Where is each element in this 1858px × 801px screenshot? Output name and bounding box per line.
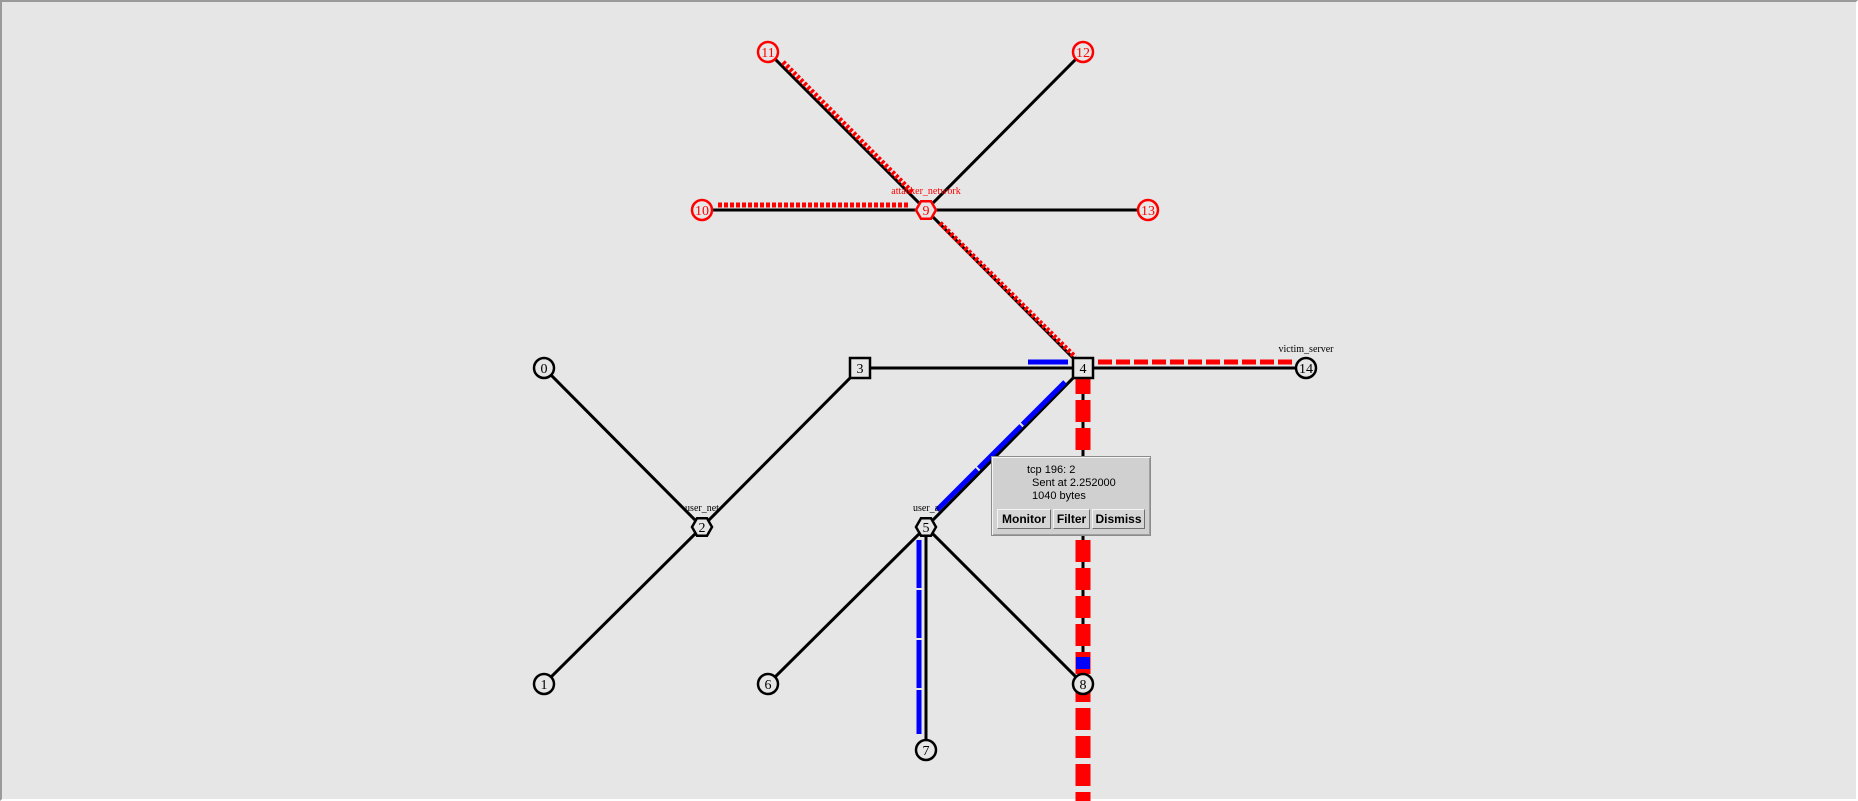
node-5[interactable]: 5 bbox=[914, 517, 938, 537]
node-label: 4 bbox=[1080, 362, 1087, 377]
node-shape bbox=[532, 672, 556, 696]
packet-flows-layer bbox=[718, 60, 1292, 801]
node-label: 14 bbox=[1299, 362, 1313, 377]
attack-packet-stream[interactable] bbox=[938, 221, 1077, 359]
node-label: 12 bbox=[1076, 46, 1090, 61]
node-label: 13 bbox=[1141, 204, 1155, 219]
node-shape bbox=[756, 40, 780, 64]
node-label: 11 bbox=[761, 46, 774, 61]
node-name-label: victim_server bbox=[1279, 344, 1335, 355]
link-5-6[interactable] bbox=[774, 532, 920, 679]
link-9-11[interactable] bbox=[774, 58, 920, 204]
node-12[interactable]: 12 bbox=[1071, 40, 1095, 64]
node-4[interactable]: 4 bbox=[1071, 356, 1095, 380]
node-7[interactable]: 7 bbox=[914, 738, 938, 762]
node-shape bbox=[1071, 672, 1095, 696]
node-14[interactable]: 14 bbox=[1294, 356, 1318, 380]
node-9[interactable]: 9 bbox=[914, 200, 938, 220]
filter-button[interactable]: Filter bbox=[1053, 509, 1090, 529]
node-label: 7 bbox=[923, 744, 930, 759]
node-names-layer: user_net user_a attacker_network victim_ser… bbox=[685, 186, 1334, 514]
node-shape bbox=[848, 356, 872, 380]
node-11[interactable]: 11 bbox=[756, 40, 780, 64]
node-shape bbox=[914, 738, 938, 762]
node-label: 0 bbox=[541, 362, 548, 377]
node-8[interactable]: 8 bbox=[1071, 672, 1095, 696]
packet-size: 1040 bytes bbox=[1032, 490, 1086, 502]
node-shape bbox=[1071, 356, 1095, 380]
link-0-2[interactable] bbox=[549, 374, 697, 521]
node-label: 6 bbox=[765, 678, 772, 693]
node-0[interactable]: 0 bbox=[532, 356, 556, 380]
user-packet[interactable] bbox=[1076, 657, 1090, 669]
node-name-label: user_net bbox=[685, 503, 719, 514]
node-shape bbox=[1071, 40, 1095, 64]
node-label: 8 bbox=[1080, 678, 1087, 693]
link-9-12[interactable] bbox=[931, 58, 1078, 204]
node-label: 3 bbox=[857, 362, 864, 377]
node-shape bbox=[756, 672, 780, 696]
link-2-3[interactable] bbox=[707, 374, 855, 521]
node-shape bbox=[914, 200, 938, 220]
link-5-8[interactable] bbox=[932, 533, 1077, 678]
node-3[interactable]: 3 bbox=[848, 356, 872, 380]
node-label: 9 bbox=[923, 204, 930, 219]
link-1-2[interactable] bbox=[550, 532, 696, 679]
node-label: 1 bbox=[541, 678, 548, 693]
node-shape bbox=[914, 517, 938, 537]
node-shape bbox=[1294, 356, 1318, 380]
packet-title: tcp 196: 2 bbox=[1027, 464, 1076, 476]
node-name-label: attacker_network bbox=[891, 186, 960, 197]
packet-sent-time: Sent at 2.252000 bbox=[1032, 477, 1116, 489]
node-6[interactable]: 6 bbox=[756, 672, 780, 696]
node-label: 10 bbox=[695, 204, 709, 219]
dismiss-button[interactable]: Dismiss bbox=[1092, 509, 1145, 529]
node-2[interactable]: 2 bbox=[690, 517, 714, 537]
node-13[interactable]: 13 bbox=[1136, 198, 1160, 222]
monitor-button[interactable]: Monitor bbox=[997, 509, 1051, 529]
node-shape bbox=[532, 356, 556, 380]
node-1[interactable]: 1 bbox=[532, 672, 556, 696]
node-10[interactable]: 10 bbox=[690, 198, 714, 222]
links-layer bbox=[549, 58, 1296, 740]
node-label: 5 bbox=[923, 521, 930, 536]
attack-packet-stream[interactable] bbox=[781, 60, 914, 194]
node-shape bbox=[690, 517, 714, 537]
link-4-5[interactable] bbox=[931, 374, 1078, 521]
node-name-label: user_a bbox=[913, 503, 940, 514]
node-label: 2 bbox=[699, 521, 706, 536]
node-shape bbox=[1136, 198, 1160, 222]
packet-info-popup: tcp 196: 2 Sent at 2.252000 1040 bytes M… bbox=[991, 456, 1151, 536]
user-packet-stream[interactable] bbox=[935, 380, 1067, 512]
node-shape bbox=[690, 198, 714, 222]
